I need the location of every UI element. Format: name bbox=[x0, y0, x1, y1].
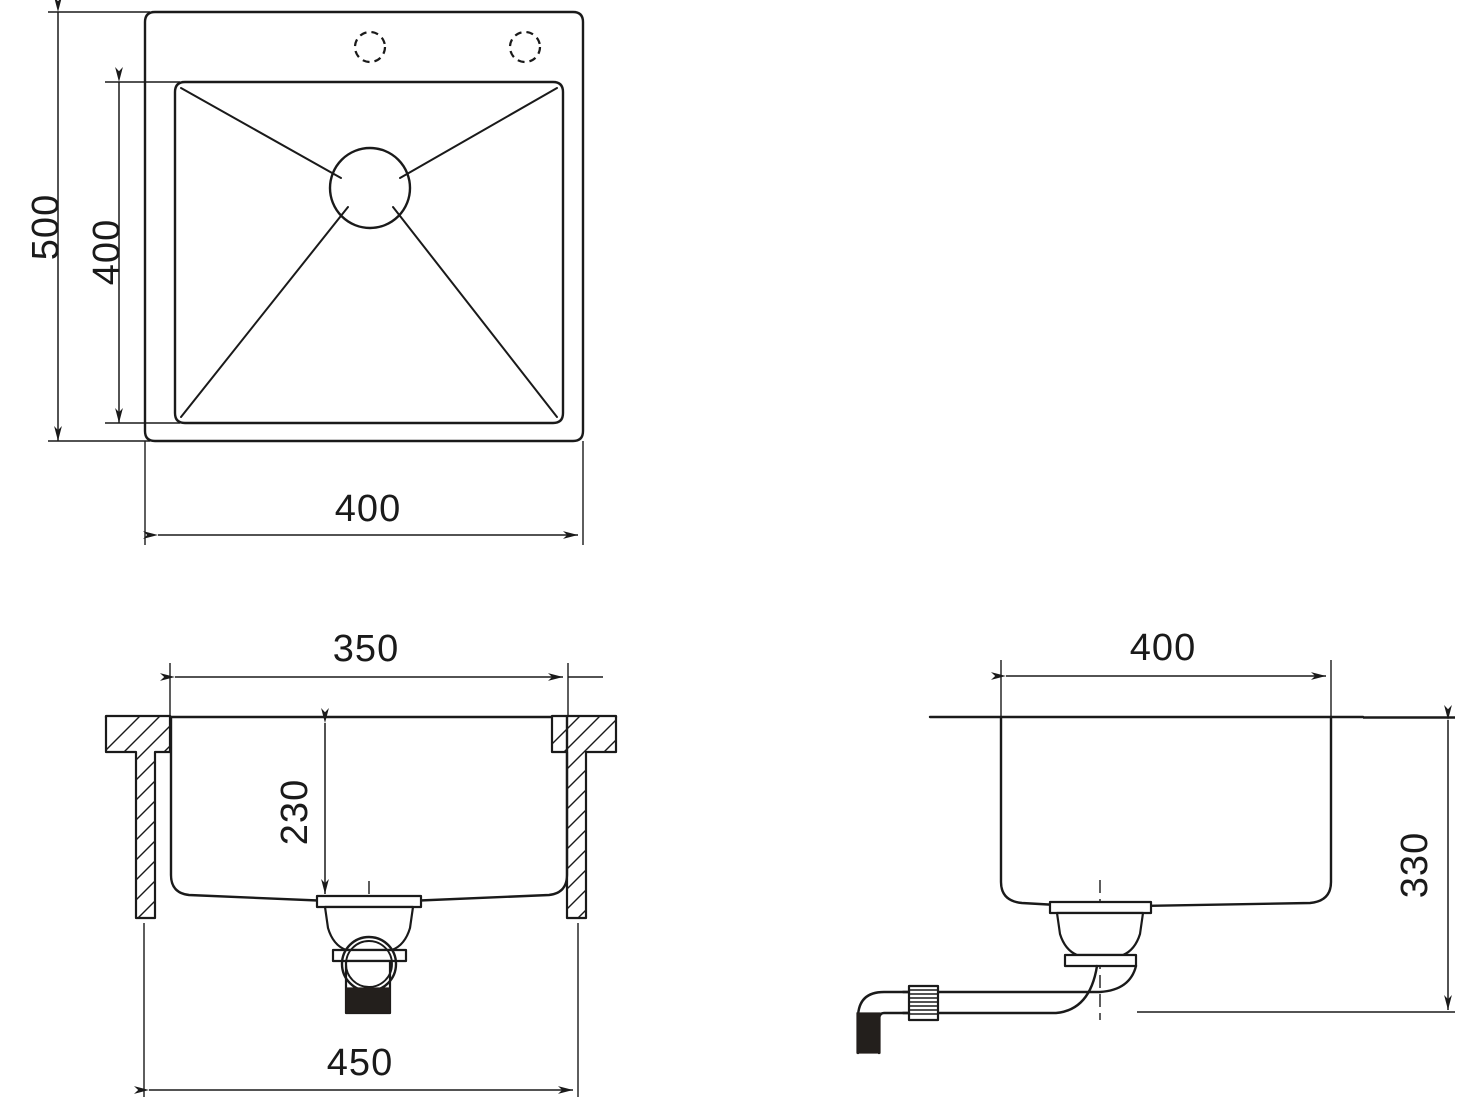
dim-label-side-bowl-width: 400 bbox=[1130, 627, 1196, 669]
dim-label-top-overall-height: 500 bbox=[25, 194, 67, 260]
top-view-fold-line-ne bbox=[399, 87, 558, 179]
tap-hole-left-icon bbox=[353, 30, 387, 64]
dim-label-front-bowl-width: 350 bbox=[333, 628, 399, 670]
coupling-nut-body bbox=[907, 984, 940, 1022]
dim-label-front-overall-width: 450 bbox=[327, 1042, 393, 1084]
ribbed-coupling-nut bbox=[907, 984, 940, 1022]
front-view-bowl-profile bbox=[169, 715, 332, 903]
dim-label-top-overall-width: 400 bbox=[335, 488, 401, 530]
side-view-bowl-profile-right bbox=[1135, 715, 1333, 908]
drain-side-flange bbox=[1048, 900, 1153, 915]
dim-label-side-overall-height: 330 bbox=[1394, 832, 1436, 898]
top-view-bowl-outline bbox=[173, 80, 565, 425]
drain-side-collar bbox=[1063, 953, 1138, 968]
waste-pipe-assembly bbox=[856, 964, 1138, 1055]
side-view-bowl-profile bbox=[999, 715, 1059, 907]
drain-circle bbox=[328, 146, 412, 230]
waste-pipe-bottom-wall bbox=[928, 964, 1099, 1015]
drain-assembly-side bbox=[1048, 880, 1153, 1020]
top-view-deck-outline bbox=[143, 10, 585, 443]
pipe-outlet-end-cap bbox=[856, 1012, 881, 1054]
front-view-bowl-profile-right bbox=[406, 715, 569, 903]
waste-pipe-top-wall bbox=[928, 964, 1138, 994]
drain-front-pipe-ring-inner bbox=[345, 940, 393, 988]
top-view-fold-line-nw bbox=[180, 87, 342, 179]
drain-assembly-front bbox=[315, 881, 423, 1015]
drain-side-body bbox=[1055, 911, 1145, 957]
tap-hole-right-icon bbox=[508, 30, 542, 64]
top-view-fold-line-sw bbox=[180, 206, 349, 418]
drain-front-body bbox=[323, 905, 415, 952]
top-view: 500 400 400 bbox=[25, 0, 585, 545]
side-section-view: 400 bbox=[856, 627, 1455, 1055]
top-view-fold-line-se bbox=[392, 206, 558, 418]
dim-label-top-bowl-height: 400 bbox=[86, 219, 128, 285]
drain-front-end-cap bbox=[345, 987, 391, 1014]
dim-label-front-bowl-depth: 230 bbox=[274, 779, 316, 845]
drain-front-flange bbox=[315, 894, 423, 909]
